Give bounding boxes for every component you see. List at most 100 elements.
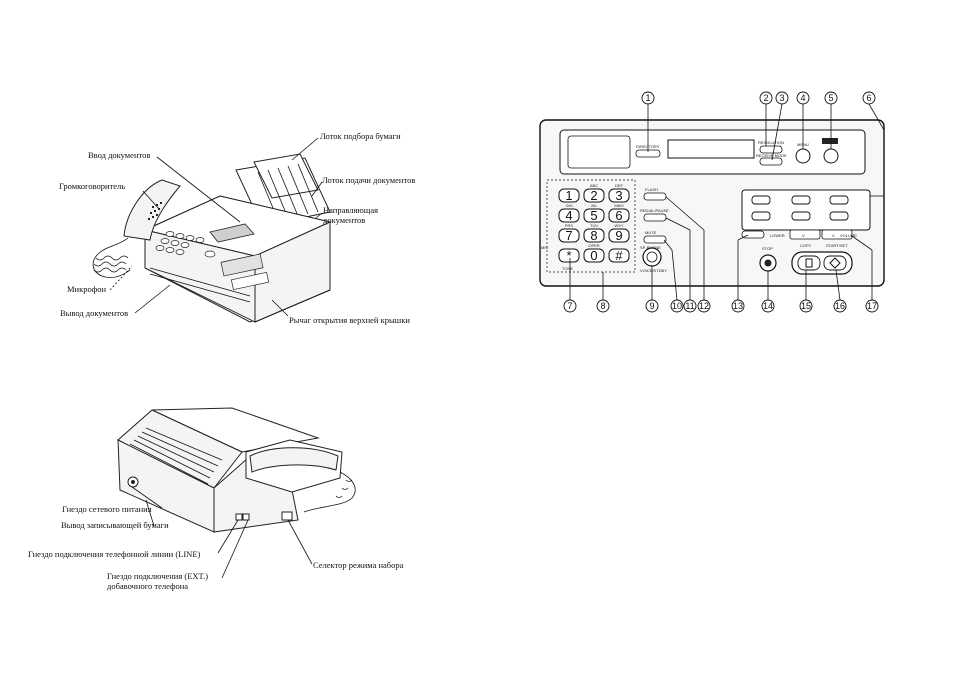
callout-circle [596,299,610,313]
key-cap[interactable] [608,208,630,223]
label-dial-selector: Селектор режима набора [313,560,404,570]
key-letters: DEF [615,183,624,188]
redial-pause-button[interactable] [643,213,667,222]
label-cover-lever: Рычаг открытия верхней крышки [289,315,410,325]
key-hash[interactable]: # [608,248,630,263]
key-letters: OPER [588,243,599,248]
key-label: 1 [565,188,572,203]
label-paper-output: Вывод записывающей бумаги [61,520,169,530]
volume-down-button[interactable] [789,229,821,240]
callout-circle [641,91,655,105]
key-label: # [615,248,623,263]
label-power-jack: Гнездо сетевого питания [62,504,152,514]
mute-button[interactable] [643,235,667,244]
callout-number: 7 [567,301,572,311]
key-cap[interactable] [583,208,605,223]
sp-phone-button[interactable] [642,247,662,267]
callout-circle [645,299,659,313]
callout-2: 2 [759,91,773,105]
callout-circle [759,91,773,105]
key-cap[interactable] [583,248,605,263]
callout-number: 6 [866,93,871,103]
callout-11: 11 [683,299,697,313]
callout-number: 16 [835,301,845,311]
key-cap[interactable] [558,228,580,243]
key-cap[interactable] [583,228,605,243]
callout-circle [824,91,838,105]
key-star[interactable]: * [558,248,580,263]
copy-icon [805,258,813,268]
copy-label: COPY [800,243,812,248]
flash-label: FLASH [645,187,658,192]
callout-number: 9 [649,301,654,311]
key-1[interactable]: 1 [558,188,580,203]
callout-16: 16 [833,299,847,313]
callout-circle [862,91,876,105]
key-label: 5 [590,208,597,223]
key-cap[interactable] [608,228,630,243]
front-view-labels: Лоток подбора бумаги Ввод документов Гро… [59,131,415,325]
mute-label: MUTE [645,230,657,235]
volume-up-button[interactable] [821,229,853,240]
callout-8: 8 [596,299,610,313]
key-label: 7 [565,228,572,243]
one-touch-button[interactable] [829,195,849,205]
callout-circle [865,299,879,313]
lower-button[interactable] [741,230,765,239]
start-set-button[interactable] [823,255,847,271]
key-cap[interactable] [558,248,580,263]
key-cap[interactable] [608,188,630,203]
one-touch-button[interactable] [751,211,771,221]
resolution-button[interactable] [759,145,783,154]
volume-label: VOLUME [840,233,857,238]
key-cap[interactable] [583,188,605,203]
one-touch-button[interactable] [751,195,771,205]
label-ext-jack-2: добавочного телефона [107,581,188,591]
callout-circle [775,91,789,105]
voice-stdby-label: VOICE/STDBY [640,268,667,273]
receive-mode-button[interactable] [759,157,783,166]
key-cap[interactable] [558,188,580,203]
one-touch-button[interactable] [791,211,811,221]
rear-fax-illustration [117,407,356,533]
lcd-display [667,139,755,159]
key-label: 2 [590,188,597,203]
key-label: 3 [615,188,622,203]
callout-3: 3 [775,91,789,105]
one-touch-button[interactable] [829,211,849,221]
callout-number: 14 [763,301,773,311]
one-touch-button[interactable] [791,195,811,205]
callout-circle [563,299,577,313]
callout-number: 15 [801,301,811,311]
copy-button[interactable] [797,255,821,271]
flash-button[interactable] [643,192,667,201]
callout-number: 5 [828,93,833,103]
callout-number: 11 [685,301,694,311]
menu-button[interactable] [795,148,811,164]
key-cap[interactable] [558,208,580,223]
label-doc-input: Ввод документов [88,150,150,160]
callout-circle [670,299,684,313]
key-letters: GHI [565,203,572,208]
label-microphone: Микрофон [67,284,106,294]
auto-answer-button[interactable] [823,148,839,164]
key-cap[interactable] [608,248,630,263]
callout-1: 1 [641,91,655,105]
callout-13: 13 [731,299,745,313]
callout-number: 13 [733,301,743,311]
key-label: 4 [565,208,572,223]
callout-number: 17 [867,301,877,311]
key-label: * [566,248,571,263]
callout-circle [799,299,813,313]
callout-15: 15 [799,299,813,313]
